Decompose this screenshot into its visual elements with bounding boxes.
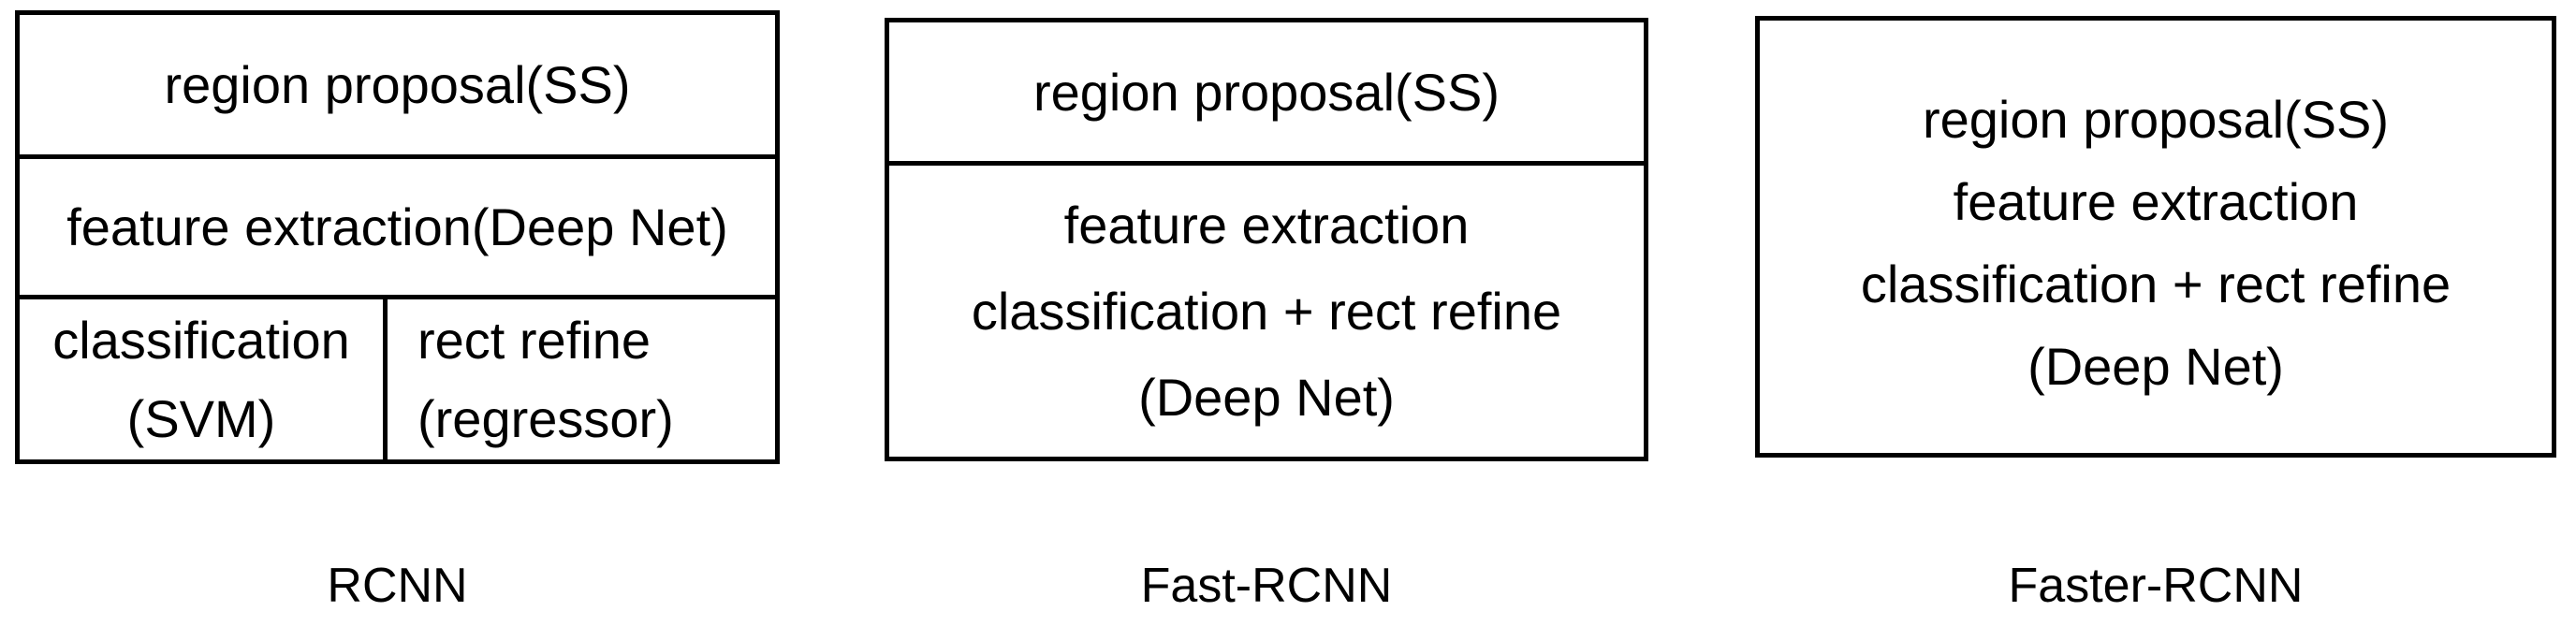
faster-rcnn-line2: feature extraction (1953, 172, 2359, 231)
rcnn-classification-cell: classification (SVM) (20, 299, 388, 459)
fast-rcnn-deep-net-line1: feature extraction (1063, 195, 1470, 255)
rcnn-rect-refine-line1: rect refine (417, 310, 651, 370)
rcnn-region-proposal-cell: region proposal(SS) (20, 15, 775, 159)
rcnn-feature-extraction-text: feature extraction(Deep Net) (66, 197, 728, 256)
fast-rcnn-box: region proposal(SS) feature extraction c… (885, 18, 1648, 461)
faster-rcnn-line3: classification + rect refine (1860, 255, 2452, 313)
faster-rcnn-box: region proposal(SS) feature extraction c… (1755, 16, 2556, 458)
fast-rcnn-deep-net-line2: classification + rect refine (971, 281, 1562, 341)
faster-rcnn-caption: Faster-RCNN (2008, 559, 2304, 613)
rcnn-classification-line2: (SVM) (126, 388, 276, 448)
rcnn-classification-line1: classification (52, 310, 350, 370)
faster-rcnn-line4: (Deep Net) (2027, 337, 2284, 396)
rcnn-region-proposal-text: region proposal(SS) (164, 55, 631, 114)
rcnn-box: region proposal(SS) feature extraction(D… (15, 10, 780, 464)
rcnn-caption: RCNN (327, 559, 468, 613)
rcnn-feature-extraction-cell: feature extraction(Deep Net) (20, 159, 775, 299)
fast-rcnn-deep-net-line3: (Deep Net) (1138, 367, 1395, 427)
rcnn-rect-refine-line2: (regressor) (417, 388, 674, 448)
fast-rcnn-caption: Fast-RCNN (1140, 559, 1393, 613)
rcnn-bottom-row: classification (SVM) rect refine (regres… (20, 299, 775, 459)
fast-rcnn-deep-net-cell: feature extraction classification + rect… (889, 166, 1644, 457)
fast-rcnn-region-proposal-text: region proposal(SS) (1032, 62, 1500, 122)
faster-rcnn-line1: region proposal(SS) (1922, 90, 2390, 149)
rcnn-rect-refine-cell: rect refine (regressor) (388, 299, 775, 459)
fast-rcnn-region-proposal-cell: region proposal(SS) (889, 22, 1644, 166)
